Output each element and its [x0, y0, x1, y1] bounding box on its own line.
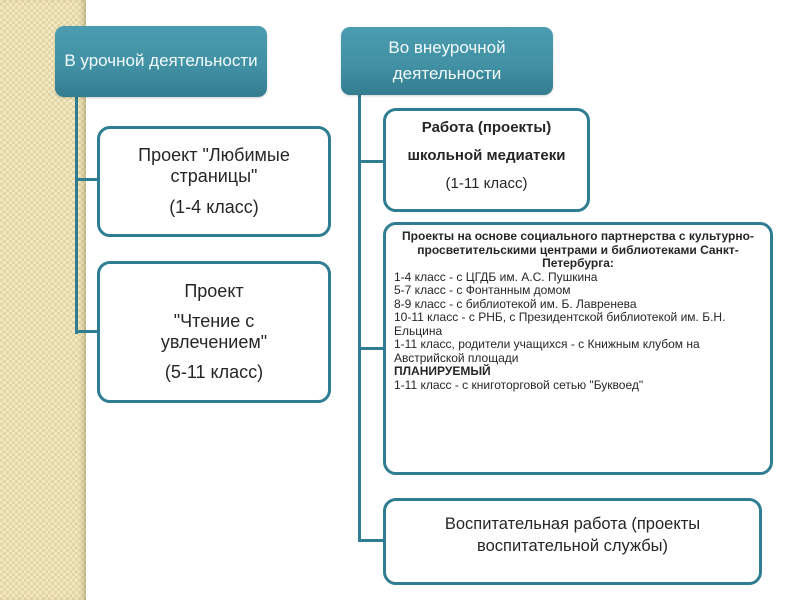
- project-reading-box: Проект "Чтение с увлечением" (5-11 класс…: [97, 261, 331, 403]
- connector-right-vertical: [358, 95, 361, 542]
- extracurricular-header-box: Во внеурочной деятельности: [341, 27, 553, 95]
- project-reading-grades: (5-11 класс): [164, 362, 264, 383]
- side-pattern-strip: [0, 0, 86, 600]
- connector-left-vertical: [75, 97, 78, 334]
- extracurricular-header-label: Во внеурочной деятельности: [388, 37, 506, 83]
- partners-item-planned-label: ПЛАНИРУЕМЫЙ: [394, 364, 491, 379]
- project-favorite-pages-grades: (1-4 класс): [169, 196, 259, 217]
- media-library-title-line2: школьной медиатеки: [407, 147, 566, 164]
- media-library-box: Работа (проекты) школьной медиатеки (1-1…: [383, 108, 590, 212]
- project-reading-word: Проект: [184, 280, 244, 301]
- partners-item-4: 10-11 класс - с РНБ, с Президентской биб…: [394, 310, 726, 338]
- partners-item-2: 5-7 класс - с Фонтанным домом: [394, 283, 571, 298]
- partners-item-6: 1-11 класс - с книготорговой сетью "Букв…: [394, 378, 644, 393]
- partners-heading: Проекты на основе социального партнерств…: [402, 229, 754, 271]
- curricular-header-box: В урочной деятельности: [55, 26, 267, 97]
- project-favorite-pages-title: Проект "Любимые страницы": [138, 145, 290, 187]
- media-library-grades: (1-11 класс): [445, 175, 528, 192]
- media-library-title-line1: Работа (проекты): [421, 119, 552, 136]
- connector-right-stub-media: [358, 160, 386, 163]
- upbringing-box: Воспитательная работа (проекты воспитате…: [383, 498, 762, 585]
- connector-left-stub-project1: [75, 178, 100, 181]
- curricular-header-label: В урочной деятельности: [64, 51, 258, 71]
- partners-item-1: 1-4 класс - с ЦГДБ им. А.С. Пушкина: [394, 269, 598, 284]
- project-reading-title: "Чтение с увлечением": [160, 310, 268, 352]
- connector-right-stub-upbringing: [358, 539, 386, 542]
- upbringing-label: Воспитательная работа (проекты воспитате…: [444, 515, 701, 555]
- connector-right-stub-partners: [358, 347, 386, 350]
- partners-item-3: 8-9 класс - с библиотекой им. Б. Лаврене…: [394, 296, 637, 311]
- partners-box: Проекты на основе социального партнерств…: [383, 222, 773, 475]
- project-favorite-pages-box: Проект "Любимые страницы" (1-4 класс): [97, 126, 331, 237]
- partners-item-5: 1-11 класс, родители учащихся - с Книжны…: [394, 337, 700, 365]
- connector-left-stub-project2: [75, 330, 100, 333]
